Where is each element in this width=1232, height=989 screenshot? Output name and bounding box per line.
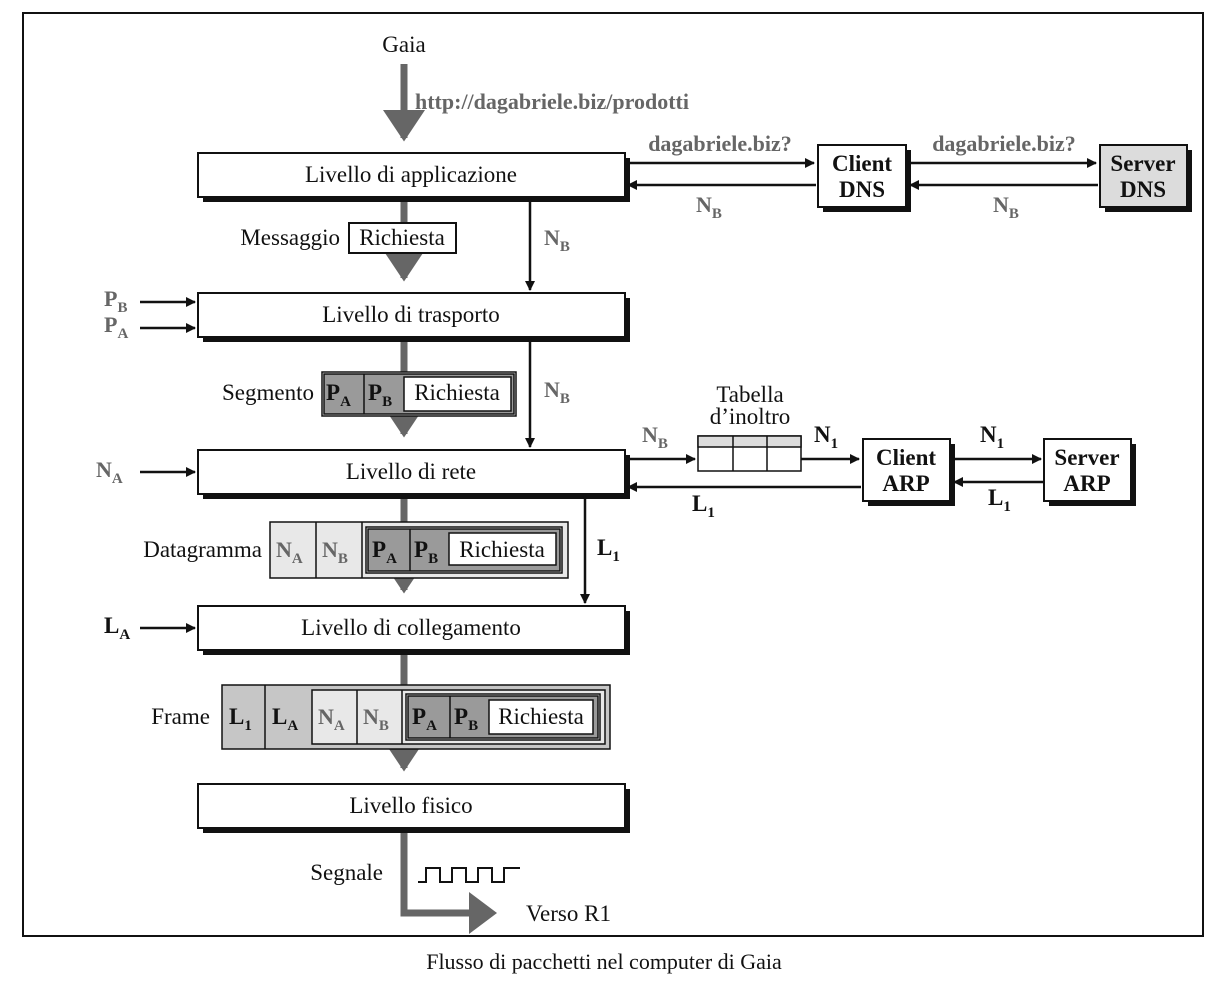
layer-transport-label: Livello di trasporto bbox=[322, 302, 500, 327]
signal-label: Segnale bbox=[310, 860, 383, 885]
dns-query-label-server: dagabriele.biz? bbox=[932, 131, 1076, 156]
link-la-label: LA bbox=[104, 613, 130, 643]
frame-header-nb: NB bbox=[363, 704, 389, 734]
layer-physical-label: Livello fisico bbox=[349, 793, 472, 818]
forwarding-table-line1: Tabella bbox=[716, 382, 783, 407]
frame-label: Frame bbox=[151, 704, 210, 729]
arp-server-line1: Server bbox=[1054, 445, 1119, 470]
datagram-header-na: NA bbox=[276, 537, 303, 567]
nb-label-network: NB bbox=[544, 377, 570, 407]
frame-payload: Richiesta bbox=[498, 704, 584, 729]
l1-label-link: L1 bbox=[597, 535, 620, 565]
segment-label: Segmento bbox=[222, 380, 314, 405]
layer-network: Livello di rete bbox=[197, 449, 630, 499]
layer-application-label: Livello di applicazione bbox=[305, 162, 517, 187]
frame-header-pa: PA bbox=[412, 704, 437, 734]
arp-exchange: Tabella d’inoltro NB N1 L1 Client ARP N1… bbox=[627, 382, 1136, 521]
signal-waveform-icon bbox=[418, 867, 520, 883]
message-payload: Richiesta bbox=[359, 225, 445, 250]
layer-transport: Livello di trasporto bbox=[197, 292, 630, 342]
layer-link: Livello di collegamento bbox=[197, 605, 630, 655]
segment-payload: Richiesta bbox=[414, 380, 500, 405]
frame-header-na: NA bbox=[318, 704, 345, 734]
l1-label-client: L1 bbox=[692, 491, 715, 521]
nb-label-transport: NB bbox=[544, 225, 570, 255]
port-pa-label: PA bbox=[104, 312, 128, 342]
arp-client-line2: ARP bbox=[882, 471, 929, 496]
arp-server-box bbox=[1043, 438, 1132, 502]
datagram-header-nb: NB bbox=[322, 537, 348, 567]
layer-link-label: Livello di collegamento bbox=[301, 615, 521, 640]
message-unit: Messaggio Richiesta bbox=[240, 222, 457, 254]
dns-reply-label-client: NB bbox=[696, 192, 722, 222]
forwarding-table-line2: d’inoltro bbox=[710, 404, 791, 429]
dns-server-box bbox=[1099, 144, 1188, 208]
frame-header-pb: PB bbox=[454, 704, 478, 734]
figure-border bbox=[22, 12, 1204, 937]
arp-client-line1: Client bbox=[876, 445, 936, 470]
frame-unit: Frame L1 LA NA NB PA PB Richiesta bbox=[151, 684, 611, 750]
url-label: http://dagabriele.biz/prodotti bbox=[415, 89, 689, 114]
message-payload-box bbox=[348, 222, 457, 254]
n1-label-client: N1 bbox=[814, 422, 838, 452]
figure-caption: Flusso di pacchetti nel computer di Gaia bbox=[426, 949, 782, 974]
frame-header-la: LA bbox=[272, 704, 298, 734]
segment-header-pa: PA bbox=[326, 380, 351, 410]
l1-label-server: L1 bbox=[988, 485, 1011, 515]
datagram-unit: Datagramma NA NB PA PB Richiesta bbox=[143, 521, 569, 579]
forwarding-table bbox=[697, 435, 802, 472]
dns-client-line1: Client bbox=[832, 151, 892, 176]
layer-application: Livello di applicazione bbox=[197, 152, 630, 202]
dns-query-label-client: dagabriele.biz? bbox=[648, 131, 792, 156]
arp-server-line2: ARP bbox=[1063, 471, 1110, 496]
frame-trailer-l1: L1 bbox=[229, 704, 252, 734]
datagram-header-pb: PB bbox=[414, 537, 438, 567]
layer-network-label: Livello di rete bbox=[346, 459, 476, 484]
dns-server-line2: DNS bbox=[1120, 177, 1166, 202]
arp-client-box bbox=[862, 438, 951, 502]
dns-exchange: dagabriele.biz? NB Client DNS dagabriele… bbox=[627, 131, 1192, 222]
n1-label-server: N1 bbox=[980, 422, 1004, 452]
destination-label: Verso R1 bbox=[526, 901, 611, 926]
dns-client-box bbox=[817, 144, 907, 208]
layer-physical: Livello fisico bbox=[197, 783, 630, 833]
segment-unit: Segmento PA PB Richiesta bbox=[222, 371, 517, 417]
nb-label-table: NB bbox=[642, 422, 668, 452]
message-label: Messaggio bbox=[240, 225, 340, 250]
datagram-payload: Richiesta bbox=[459, 537, 545, 562]
flow-arrow-to-r1 bbox=[400, 830, 497, 934]
datagram-label: Datagramma bbox=[143, 537, 262, 562]
sender-label: Gaia bbox=[382, 32, 425, 57]
port-pb-label: PB bbox=[104, 286, 127, 316]
segment-header-pb: PB bbox=[368, 380, 392, 410]
dns-reply-label-server: NB bbox=[993, 192, 1019, 222]
datagram-header-pa: PA bbox=[372, 537, 397, 567]
dns-client-line2: DNS bbox=[839, 177, 885, 202]
network-na-label: NA bbox=[96, 457, 123, 487]
dns-server-line1: Server bbox=[1110, 151, 1175, 176]
